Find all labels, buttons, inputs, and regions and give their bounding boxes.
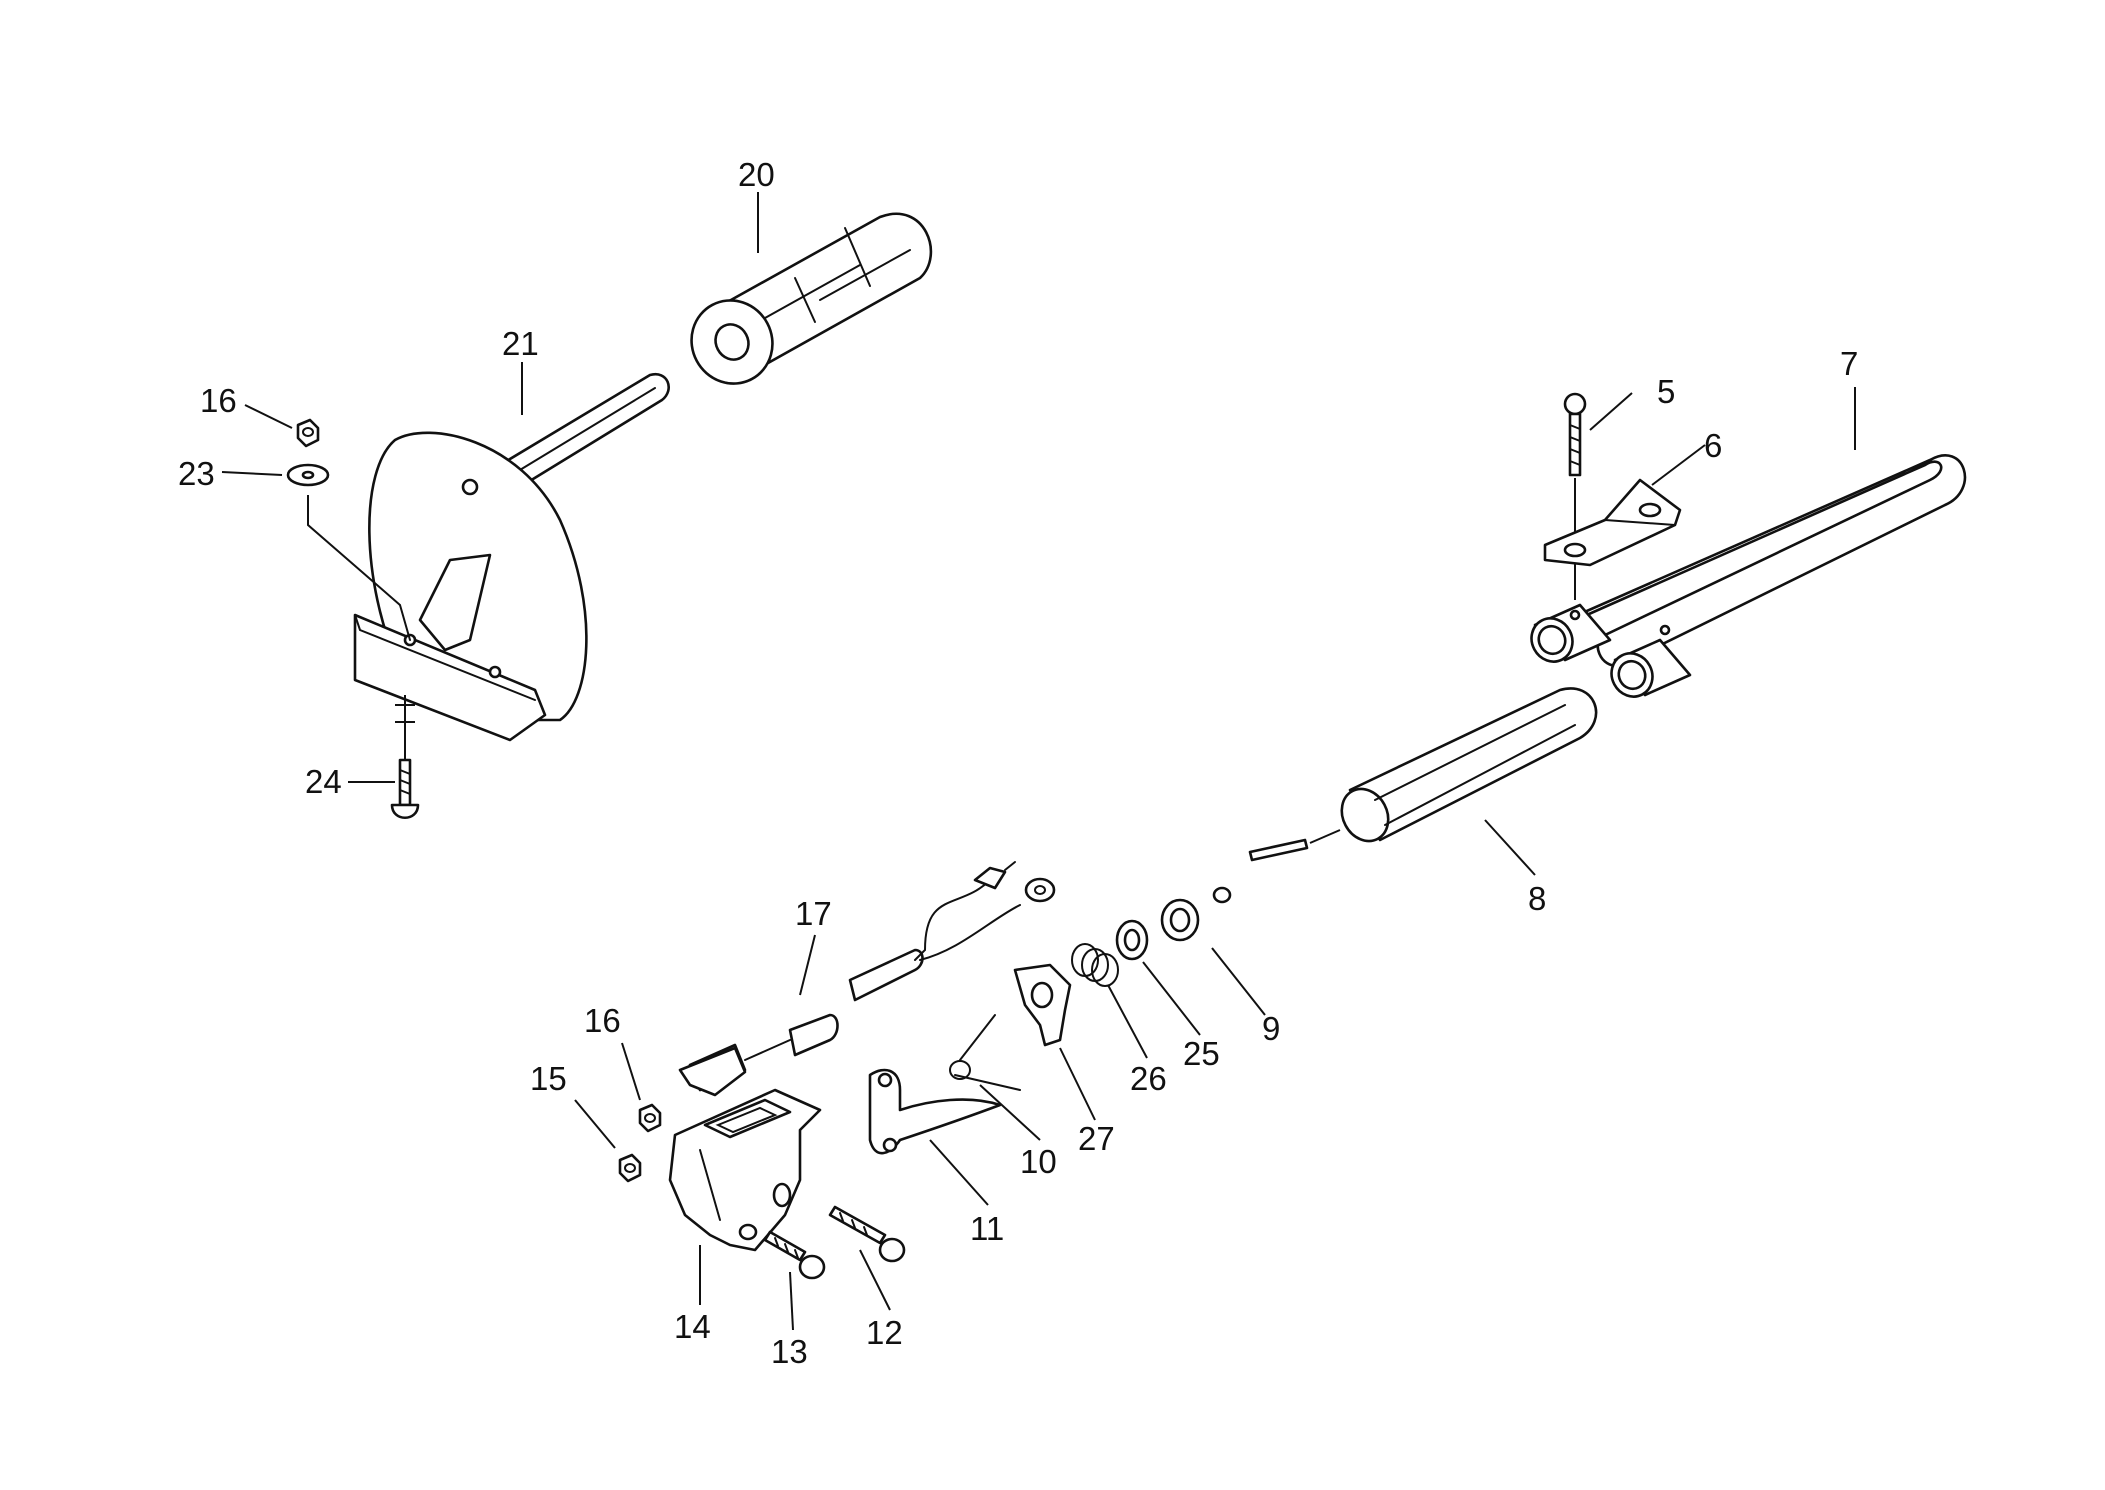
callout-21: 21 <box>502 325 539 362</box>
part-12-screw <box>828 1205 906 1263</box>
leader-lines <box>221 192 1856 1331</box>
part-9-bushing <box>1160 898 1200 942</box>
callout-10: 10 <box>1020 1143 1057 1180</box>
callout-25: 25 <box>1183 1035 1220 1072</box>
callout-labels: 20 21 16 23 24 5 6 7 8 17 16 15 14 13 12… <box>178 156 1858 1370</box>
callout-12: 12 <box>866 1314 903 1351</box>
part-10-spring <box>949 1014 1021 1091</box>
callout-6: 6 <box>1704 427 1722 464</box>
part-13-screw <box>763 1230 826 1280</box>
part-20-grip <box>690 212 933 385</box>
nut-to-block-line <box>307 495 401 606</box>
callout-24: 24 <box>305 763 342 800</box>
part-15-nut <box>618 1153 642 1183</box>
callout-20: 20 <box>738 156 775 193</box>
part-17-cable <box>678 861 1056 1097</box>
callout-7: 7 <box>1840 345 1858 382</box>
part-16-nut-lower <box>638 1103 662 1133</box>
callout-13: 13 <box>771 1333 808 1370</box>
callout-26: 26 <box>1130 1060 1167 1097</box>
callout-9: 9 <box>1262 1010 1280 1047</box>
callout-5: 5 <box>1657 373 1675 410</box>
part-26-spring <box>1071 943 1119 987</box>
part-6-clamp <box>1543 478 1682 567</box>
callout-27: 27 <box>1078 1120 1115 1157</box>
part-7-u-handle <box>1530 454 1967 698</box>
callout-11: 11 <box>970 1210 1004 1247</box>
callout-17: 17 <box>795 895 832 932</box>
part-8-grip <box>1340 687 1598 843</box>
callout-23: 23 <box>178 455 215 492</box>
callout-14: 14 <box>674 1308 711 1345</box>
part-23-washer <box>286 463 330 487</box>
part-27-cam <box>1013 963 1072 1047</box>
part-25-washer <box>1115 919 1149 961</box>
part-11-trigger <box>868 1068 1002 1155</box>
part-24-screw <box>390 695 420 820</box>
rod <box>1212 829 1341 904</box>
callout-16-upper: 16 <box>200 382 237 419</box>
callout-8: 8 <box>1528 880 1546 917</box>
part-14-housing <box>668 1088 822 1252</box>
part-21-shaft <box>498 372 670 489</box>
callout-15: 15 <box>530 1060 567 1097</box>
part-16-nut-upper <box>296 418 320 448</box>
callout-16-lower: 16 <box>584 1002 621 1039</box>
part-5-screw <box>1563 392 1587 600</box>
guard-plate <box>353 431 588 742</box>
